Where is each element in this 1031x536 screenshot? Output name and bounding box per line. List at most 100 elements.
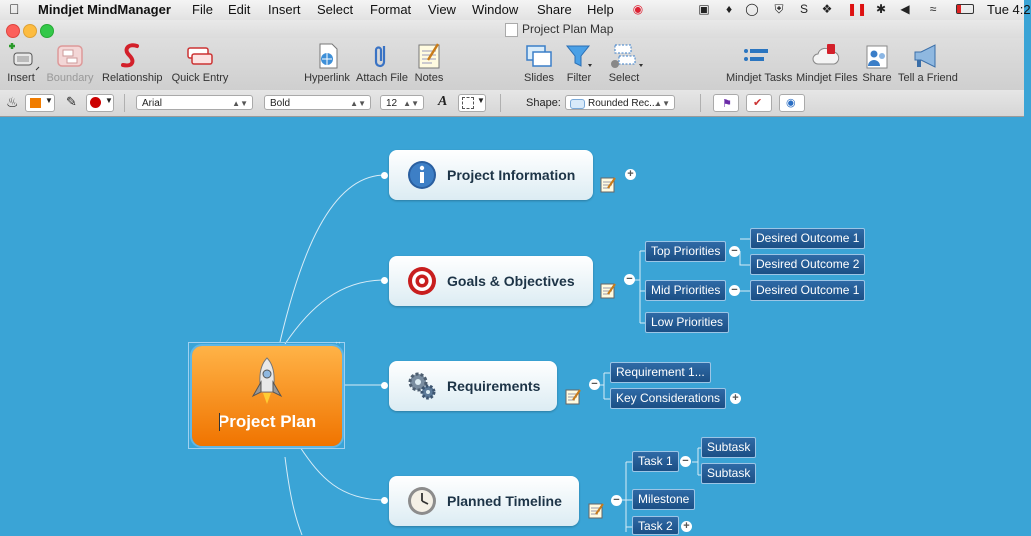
attach-file-button[interactable]: Attach File	[356, 38, 408, 90]
quick-entry-button[interactable]: Quick Entry	[172, 38, 228, 90]
central-topic[interactable]: Project Plan	[192, 346, 342, 446]
font-family-select[interactable]: Arial▲▼	[136, 95, 253, 110]
text-box-style-picker[interactable]: ▼	[458, 94, 486, 112]
menu-format[interactable]: Format	[370, 2, 412, 17]
expand-toggle[interactable]: +	[625, 169, 636, 180]
minimize-window-button[interactable]	[23, 24, 37, 38]
mindjet-files-button[interactable]: Mindjet Files	[796, 38, 858, 90]
share-button[interactable]: Share	[862, 38, 892, 90]
collapse-toggle[interactable]: −	[624, 274, 635, 285]
subtopic-subtask-1[interactable]: Subtask	[701, 437, 757, 458]
topic-requirements[interactable]: Requirements	[389, 361, 557, 411]
hyperlink-label: Hyperlink	[304, 72, 350, 84]
task-progress-button[interactable]: ✔	[746, 94, 772, 112]
resource-button[interactable]: ◉	[779, 94, 805, 112]
topic-text[interactable]: Requirements	[447, 378, 541, 394]
relationship-button[interactable]: Relationship	[102, 38, 163, 90]
menu-clock[interactable]: Tue 4:2	[987, 2, 1031, 17]
wifi-icon[interactable]: ≈	[929, 2, 937, 16]
topic-project-information[interactable]: Project Information	[389, 150, 593, 200]
select-icon	[611, 44, 643, 68]
subtopic-low-priorities[interactable]: Low Priorities	[645, 312, 730, 333]
format-bar: ♨ ▼ ✎ ▼ Arial▲▼ Bold▲▼ 12▲▼ A ▼ Shape: R…	[0, 90, 1024, 117]
fill-color-swatch	[30, 98, 41, 108]
topic-planned-timeline[interactable]: Planned Timeline	[389, 476, 579, 526]
topic-text[interactable]: Project Information	[447, 167, 576, 183]
shield-icon[interactable]: ⛨	[774, 2, 784, 16]
shape-select[interactable]: Rounded Rec...▲▼	[565, 95, 675, 110]
note-icon[interactable]	[600, 177, 616, 193]
menu-file[interactable]: File	[192, 2, 213, 17]
subtopic-mid-priorities[interactable]: Mid Priorities	[645, 280, 727, 301]
expand-toggle[interactable]: +	[681, 521, 692, 532]
relationship-label: Relationship	[102, 72, 163, 84]
close-window-button[interactable]	[6, 24, 20, 38]
bluetooth-icon[interactable]: ✱	[875, 2, 887, 16]
tell-a-friend-button[interactable]: Tell a Friend	[898, 38, 958, 90]
subtopic-task-1[interactable]: Task 1	[632, 451, 679, 472]
subtopic-top-priorities[interactable]: Top Priorities	[645, 241, 727, 262]
filter-button[interactable]: Filter	[562, 38, 596, 90]
tell-a-friend-label: Tell a Friend	[898, 72, 958, 84]
volume-icon[interactable]: ◀	[900, 2, 910, 16]
resize-handle-icon[interactable]: ↔	[334, 337, 342, 346]
mindjet-files-cloud-icon	[812, 44, 840, 65]
boundary-button[interactable]: Boundary	[46, 38, 94, 90]
fill-color-picker[interactable]: ▼	[25, 94, 55, 112]
menu-insert[interactable]: Insert	[268, 2, 301, 17]
collapse-toggle[interactable]: −	[680, 456, 691, 467]
collapse-toggle[interactable]: −	[729, 285, 740, 296]
subtopic-desired-outcome-2[interactable]: Desired Outcome 2	[750, 254, 866, 275]
evernote-icon[interactable]: ♦	[725, 2, 733, 16]
menu-select[interactable]: Select	[317, 2, 354, 17]
line-color-picker[interactable]: ▼	[86, 94, 114, 112]
clock-icon	[408, 487, 436, 515]
menu-window[interactable]: Window	[472, 2, 519, 17]
menu-help[interactable]: Help	[587, 2, 614, 17]
menu-app-name[interactable]: Mindjet MindManager	[38, 2, 171, 17]
font-weight-select[interactable]: Bold▲▼	[264, 95, 371, 110]
insert-button[interactable]: Insert	[4, 38, 40, 90]
subtopic-milestone[interactable]: Milestone	[632, 489, 696, 510]
topic-goals-objectives[interactable]: Goals & Objectives	[389, 256, 593, 306]
menu-edit[interactable]: Edit	[228, 2, 251, 17]
collapse-toggle[interactable]: −	[589, 379, 600, 390]
flag-button[interactable]: ⚑	[713, 94, 739, 112]
select-button[interactable]: Select	[606, 38, 643, 90]
map-canvas[interactable]: ↔ Project Plan Project Information + Goa…	[0, 117, 1024, 536]
s-badge-icon[interactable]: S	[799, 2, 808, 16]
subtopic-task-2[interactable]: Task 2	[632, 516, 679, 535]
subtopic-desired-outcome-1[interactable]: Desired Outcome 1	[750, 228, 866, 249]
collapse-toggle[interactable]: −	[729, 246, 740, 257]
apple-icon[interactable]: 	[9, 1, 20, 17]
font-style-button[interactable]: A	[438, 94, 448, 109]
topic-text[interactable]: Planned Timeline	[447, 493, 562, 509]
note-icon[interactable]	[588, 503, 604, 519]
expand-toggle[interactable]: +	[730, 393, 741, 404]
subtopic-subtask-2[interactable]: Subtask	[701, 463, 757, 484]
sync-icon[interactable]: ◯	[745, 2, 759, 16]
menu-share[interactable]: Share	[537, 2, 572, 17]
rounded-rectangle-icon	[570, 99, 585, 109]
note-icon[interactable]	[600, 283, 616, 299]
subtopic-desired-outcome-3[interactable]: Desired Outcome 1	[750, 280, 866, 301]
central-topic-text[interactable]: Project Plan	[217, 412, 317, 431]
note-icon[interactable]	[565, 389, 581, 405]
battery-icon[interactable]	[955, 3, 975, 16]
notes-button[interactable]: Notes	[414, 38, 444, 90]
dropbox-icon[interactable]: ❖	[821, 2, 833, 16]
zoom-window-button[interactable]	[40, 24, 54, 38]
camera-icon[interactable]: ▣	[698, 2, 710, 16]
subtopic-key-considerations[interactable]: Key Considerations	[610, 388, 727, 409]
subtopic-requirement-1[interactable]: Requirement 1...	[610, 362, 711, 383]
slides-button[interactable]: Slides	[522, 38, 556, 90]
collapse-toggle[interactable]: −	[611, 495, 622, 506]
menu-view[interactable]: View	[428, 2, 456, 17]
mindjet-tasks-button[interactable]: Mindjet Tasks	[726, 38, 792, 90]
document-proxy-icon[interactable]	[505, 23, 518, 37]
hyperlink-button[interactable]: Hyperlink	[304, 38, 350, 90]
topic-text[interactable]: Goals & Objectives	[447, 273, 575, 289]
font-size-select[interactable]: 12▲▼	[380, 95, 424, 110]
parallels-icon[interactable]: ❚❚	[847, 2, 868, 16]
mindjet-status-icon[interactable]: ◉	[632, 2, 644, 16]
